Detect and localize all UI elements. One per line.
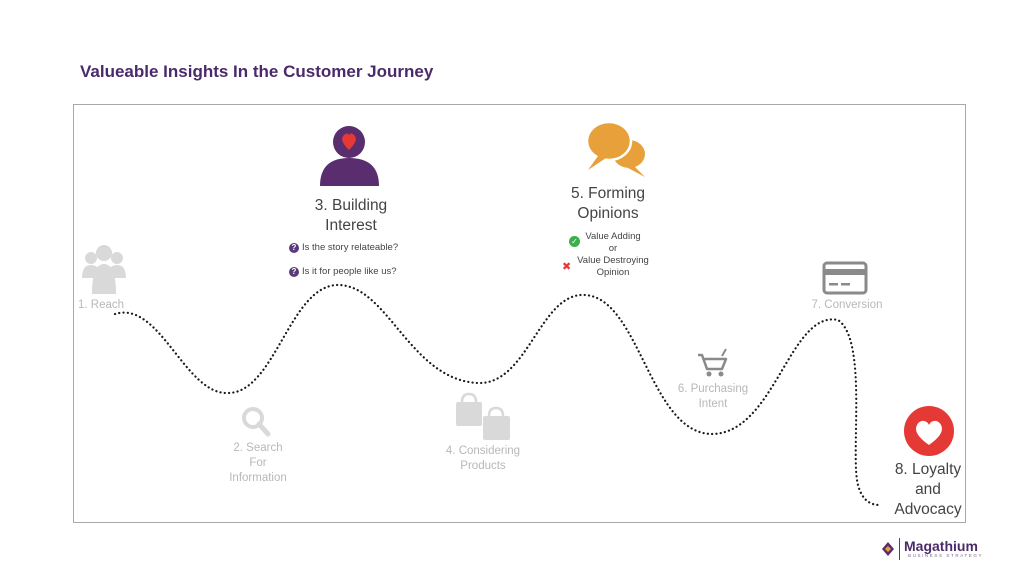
stage-5-label: 5. Forming Opinions [570, 185, 646, 222]
value-destroying-text: Value Destroying [577, 255, 649, 266]
cross-icon: ✖ [562, 261, 572, 273]
or-text: or [608, 243, 618, 254]
check-icon: ✓ [569, 236, 580, 247]
people-group-icon [82, 245, 126, 294]
brand-tagline: BUSINESS STRATEGY [908, 553, 984, 558]
question-icon: ? [289, 242, 299, 253]
interest-question-2: ? Is it for people like us? [289, 266, 397, 277]
credit-card-icon [822, 261, 868, 295]
page-title: Valueable Insights In the Customer Journ… [80, 62, 434, 81]
value-destroying-text-2: Opinion [596, 267, 630, 278]
stage-8-label: 8. Loyalty and Advocacy [894, 461, 962, 518]
magnifier-icon [242, 407, 271, 437]
shopping-bags-icon [456, 392, 510, 440]
brand-mark-icon [882, 542, 894, 556]
stage-6-label: 6. Purchasing Intent [677, 383, 749, 410]
stage-1-label: 1. Reach [78, 299, 125, 311]
brand-name: Magathium [904, 538, 978, 554]
shopping-cart-icon [698, 348, 728, 377]
stage-7-label: 7. Conversion [811, 299, 883, 311]
person-heart-icon [320, 126, 379, 186]
stage-2-label: 2. Search For Information [229, 442, 287, 484]
brand-logo: Magathium BUSINESS STRATEGY [882, 538, 983, 560]
heart-circle-icon [904, 406, 954, 456]
value-adding-text: Value Adding [585, 231, 641, 242]
stage-3-label: 3. Building Interest [314, 197, 388, 234]
journey-frame [73, 104, 966, 523]
opinion-list: Value Adding or Value Destroying Opinion [568, 231, 658, 279]
journey-path [113, 283, 882, 507]
question-icon: ? [289, 266, 299, 277]
speech-bubbles-icon [585, 120, 645, 177]
brand-separator [899, 538, 900, 560]
stage-4-label: 4. Considering Products [445, 445, 521, 472]
interest-question-1: ? Is the story relateable? [289, 242, 398, 253]
